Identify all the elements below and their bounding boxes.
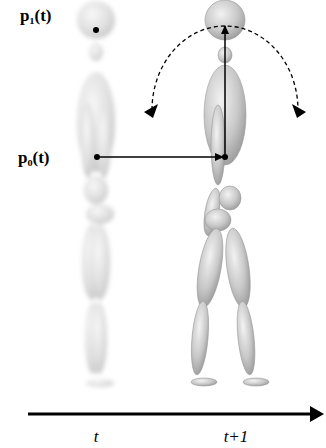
- time-label: t: [94, 428, 99, 445]
- time-label: t+1: [224, 428, 249, 445]
- point-label: p₁(t): [20, 7, 52, 24]
- point-label: p₀(t): [18, 149, 50, 166]
